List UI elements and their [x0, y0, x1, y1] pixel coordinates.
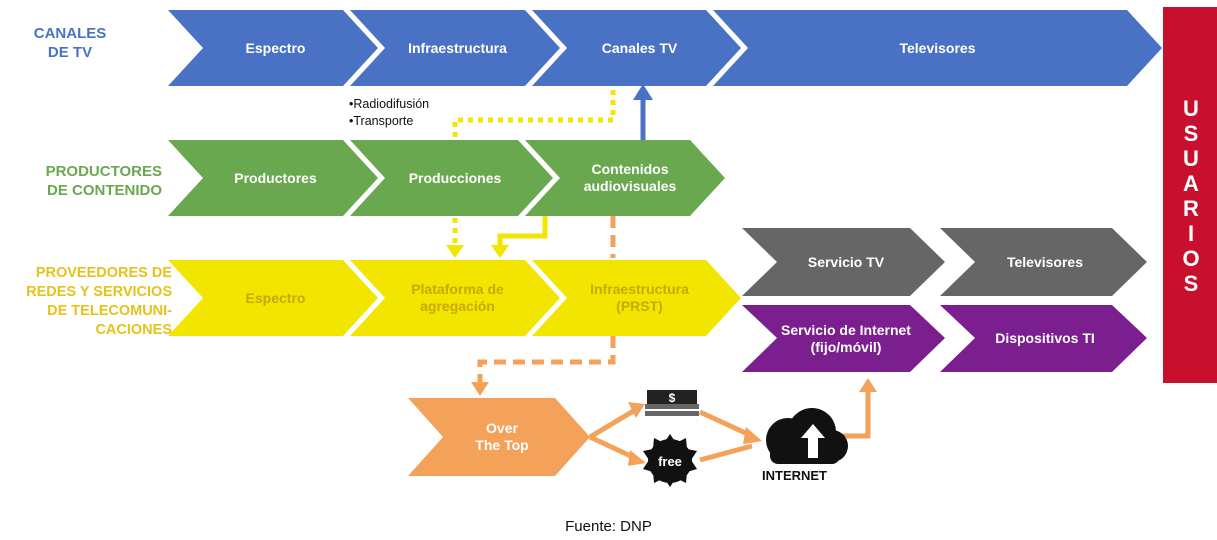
chevron-dispositivos — [940, 305, 1147, 372]
arrow-head-paid-internet — [743, 427, 762, 444]
link-paid-internet — [698, 409, 754, 439]
paid-symbol: $ — [668, 390, 676, 405]
label-red-espectro: Espectro — [245, 289, 306, 306]
notes-radiodifusion-transporte: •Radiodifusión •Transporte — [349, 97, 430, 128]
arrow-head-blue — [633, 84, 653, 100]
usuarios-letter-3: U — [1183, 146, 1199, 171]
arrow-head-yellow-1 — [446, 245, 464, 258]
chevron-producciones — [350, 140, 553, 216]
link-ott-free — [588, 434, 637, 461]
source-caption: Fuente: DNP — [565, 518, 652, 535]
usuarios-letter-4: A — [1183, 171, 1199, 196]
chevron-tv-canales — [532, 10, 741, 86]
usuarios-letter-5: R — [1183, 196, 1199, 221]
chevron-contenidos — [525, 140, 725, 216]
arrow-head-free — [628, 450, 646, 466]
free-label: free — [658, 453, 682, 469]
cloud-upload-icon — [766, 408, 848, 464]
label-producciones: Producciones — [408, 169, 502, 186]
chevron-tv-infraestructura — [350, 10, 560, 86]
arrow-head-internet-up — [859, 378, 877, 392]
chevron-tv-televisores — [713, 10, 1162, 86]
chevron-ott — [408, 398, 590, 476]
arrow-head-orange-ott — [471, 382, 489, 396]
usuarios-bar — [1163, 7, 1217, 383]
usuarios-letter-7: O — [1182, 246, 1200, 271]
label-ott: Over The Top — [475, 420, 529, 453]
row-label-proveedores: PROVEEDORES DE REDES Y SERVICIOS DE TELE… — [26, 265, 172, 338]
dashed-link-infra-ott — [477, 336, 616, 384]
link-ott-paid — [588, 407, 637, 440]
arrow-head-paid — [628, 402, 645, 418]
chevron-tv-espectro — [168, 10, 378, 86]
arrow-head-yellow-2 — [491, 245, 509, 258]
internet-label: INTERNET — [762, 468, 827, 483]
chevron-infra-prst — [532, 260, 741, 336]
label-servicio-tv: Servicio TV — [807, 253, 885, 270]
label-servicio-internet: Servicio de Internet (fijo/móvil) — [781, 321, 911, 355]
label-tv-canales: Canales TV — [601, 39, 678, 56]
free-badge-icon — [643, 434, 697, 487]
row-label-productores: PRODUCTORES DE CONTENIDO — [45, 163, 162, 199]
chevron-servicio-internet — [742, 305, 945, 372]
label-dispositivos: Dispositivos TI — [995, 330, 1095, 346]
usuarios-letter-1: U — [1183, 96, 1199, 121]
chevron-plataforma — [350, 260, 560, 336]
row-label-canales-tv: CANALES DE TV — [33, 25, 107, 61]
label-productores: Productores — [234, 169, 317, 186]
chevron-productores — [168, 140, 378, 216]
usuarios-letter-6: I — [1187, 221, 1195, 246]
link-free-internet — [699, 443, 753, 463]
usuarios-letter-2: S — [1183, 121, 1199, 146]
solid-link-contenidos-plataforma — [497, 216, 548, 246]
usuarios-letter-8: S — [1183, 271, 1199, 296]
label-plataforma: Plataforma de agregación — [411, 281, 504, 314]
chevron-televisores-gray — [940, 228, 1147, 296]
chevron-red-espectro — [168, 260, 378, 336]
label-contenidos: Contenidos audiovisuales — [583, 161, 677, 194]
dotted-link-infra-canales — [452, 88, 616, 137]
label-infra-prst: Infraestructura (PRST) — [590, 281, 689, 314]
money-icon — [645, 390, 699, 416]
label-tv-televisores: Televisores — [899, 39, 976, 56]
label-tv-espectro: Espectro — [245, 39, 306, 56]
chevron-servicio-tv — [742, 228, 945, 296]
label-televisores-gray: Televisores — [1006, 253, 1083, 270]
label-tv-infraestructura: Infraestructura — [408, 39, 507, 56]
